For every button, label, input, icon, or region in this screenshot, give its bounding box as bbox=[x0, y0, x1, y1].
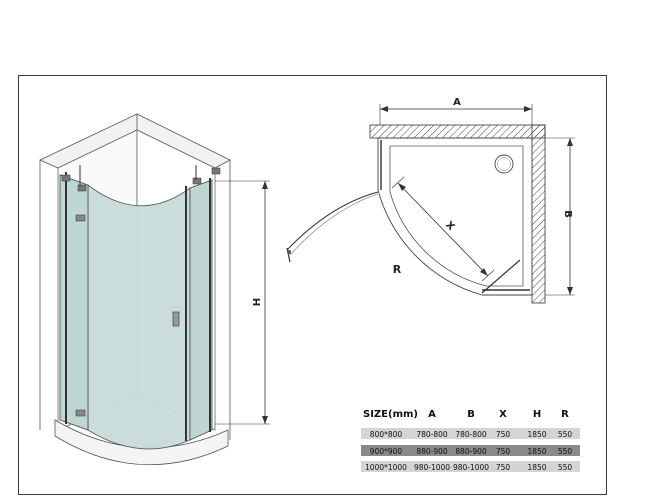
table-cell-r: 550 bbox=[558, 430, 573, 439]
hinge-icon bbox=[77, 184, 87, 192]
left-door-panel bbox=[59, 174, 89, 431]
dimension-h-label: H bbox=[252, 298, 263, 306]
table-header-a: A bbox=[428, 409, 436, 420]
table-cell-h: 1850 bbox=[527, 447, 546, 456]
table-row-background bbox=[361, 445, 580, 456]
table-cell-b: 880-900 bbox=[455, 447, 487, 456]
table-cell-x: 750 bbox=[496, 463, 511, 472]
door-handle-icon bbox=[172, 311, 180, 327]
table-header-x: X bbox=[499, 409, 507, 420]
table-header-size: SIZE(mm) bbox=[363, 409, 418, 420]
hinge-icon bbox=[75, 214, 86, 222]
dimension-r-label: R bbox=[393, 263, 402, 276]
shower-3d-view: H bbox=[39, 113, 270, 466]
table-row-background bbox=[361, 428, 580, 439]
table-row-background bbox=[361, 461, 580, 472]
table-cell-h: 1850 bbox=[527, 463, 546, 472]
table-cell-x: 750 bbox=[496, 430, 511, 439]
table-cell-h: 1850 bbox=[527, 430, 546, 439]
table-cell-size: 800*800 bbox=[370, 430, 403, 439]
table-cell-b: 980-1000 bbox=[453, 463, 489, 472]
table-cell-a: 780-800 bbox=[416, 430, 448, 439]
table-cell-b: 780-800 bbox=[455, 430, 487, 439]
hinge-icon bbox=[192, 177, 202, 185]
dimension-a-label: A bbox=[453, 97, 461, 108]
table-cell-r: 550 bbox=[558, 463, 573, 472]
table-header-h: H bbox=[533, 409, 541, 420]
table-cell-r: 550 bbox=[558, 447, 573, 456]
size-table: SIZE(mm) A B X H R 800*800 780-800 780-8… bbox=[361, 409, 580, 472]
hinge-icon bbox=[61, 174, 71, 182]
table-cell-size: 900*900 bbox=[370, 447, 403, 456]
table-header-r: R bbox=[561, 409, 569, 420]
hinge-icon bbox=[211, 167, 221, 175]
table-cell-size: 1000*1000 bbox=[365, 463, 407, 472]
table-cell-x: 750 bbox=[496, 447, 511, 456]
table-cell-a: 980-1000 bbox=[414, 463, 450, 472]
table-cell-a: 880-900 bbox=[416, 447, 448, 456]
hinge-icon bbox=[75, 409, 86, 417]
drawing-frame bbox=[18, 75, 607, 495]
door-pivot-icon bbox=[287, 250, 291, 254]
right-door-panel bbox=[189, 179, 213, 441]
shower-plan-view: A B X R bbox=[286, 97, 575, 304]
table-header-b: B bbox=[467, 409, 475, 420]
dimension-b-label: B bbox=[562, 210, 573, 218]
